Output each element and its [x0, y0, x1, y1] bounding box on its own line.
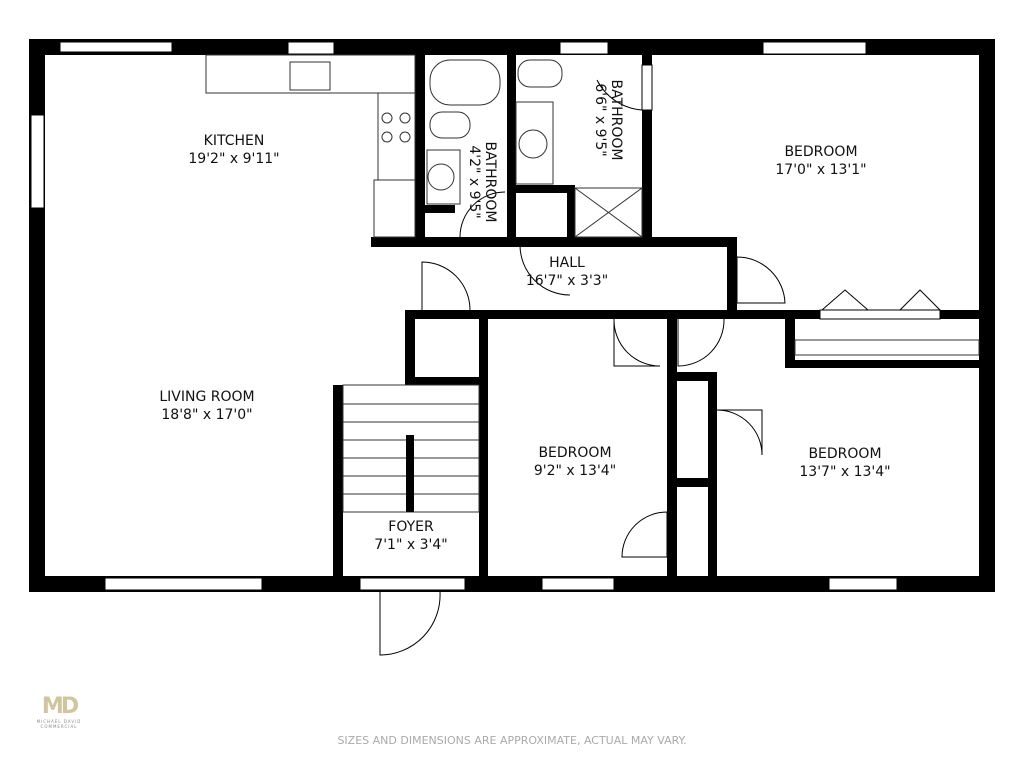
bedroom-1-label: BEDROOM: [784, 144, 857, 160]
bedroom-1-size: 17'0" x 13'1": [775, 162, 866, 178]
bedroom-2-size: 9'2" x 13'4": [534, 463, 616, 479]
company-logo: MD MICHAEL DAVID COMMERCIAL: [34, 694, 84, 730]
disclaimer: SIZES AND DIMENSIONS ARE APPROXIMATE, AC…: [337, 734, 687, 747]
walls: [29, 39, 995, 592]
bathroom-2-label: BATHROOM: [608, 79, 624, 160]
foyer-label: FOYER: [388, 519, 434, 535]
closet-shelf: [794, 339, 980, 356]
kitchen-label: KITCHEN: [204, 133, 265, 149]
hall-label: HALL: [549, 255, 585, 271]
hall-size: 16'7" x 3'3": [526, 273, 608, 289]
kitchen-size: 19'2" x 9'11": [188, 151, 279, 167]
bathroom-1-label: BATHROOM: [482, 141, 498, 222]
fixtures: [205, 54, 980, 356]
logo-text: MICHAEL DAVID COMMERCIAL: [36, 719, 82, 729]
bathtub-icon: [429, 59, 501, 106]
toilet-icon: [517, 59, 563, 88]
refrigerator: [373, 179, 416, 238]
bathroom-1-size: 4'2" x 9'5": [466, 145, 482, 218]
windows: [30, 41, 941, 591]
living-room-size: 18'8" x 17'0": [161, 407, 252, 423]
bedroom-3-label: BEDROOM: [808, 446, 881, 462]
bathroom-2-size: 6'6" x 9'5": [592, 83, 608, 156]
toilet-icon: [429, 111, 471, 139]
sink-icon: [289, 61, 331, 91]
sink-icon: [427, 163, 455, 191]
bedroom-3-size: 13'7" x 13'4": [799, 464, 890, 480]
sink-icon: [518, 129, 548, 159]
logo-mark: MD: [41, 694, 79, 719]
doors: [379, 79, 941, 656]
living-room-label: LIVING ROOM: [159, 389, 254, 405]
room-labels: KITCHEN 19'2" x 9'11" BATHROOM 4'2" x 9'…: [159, 79, 890, 553]
foyer-size: 7'1" x 3'4": [374, 537, 447, 553]
stairs: [342, 384, 480, 513]
bedroom-2-label: BEDROOM: [538, 445, 611, 461]
